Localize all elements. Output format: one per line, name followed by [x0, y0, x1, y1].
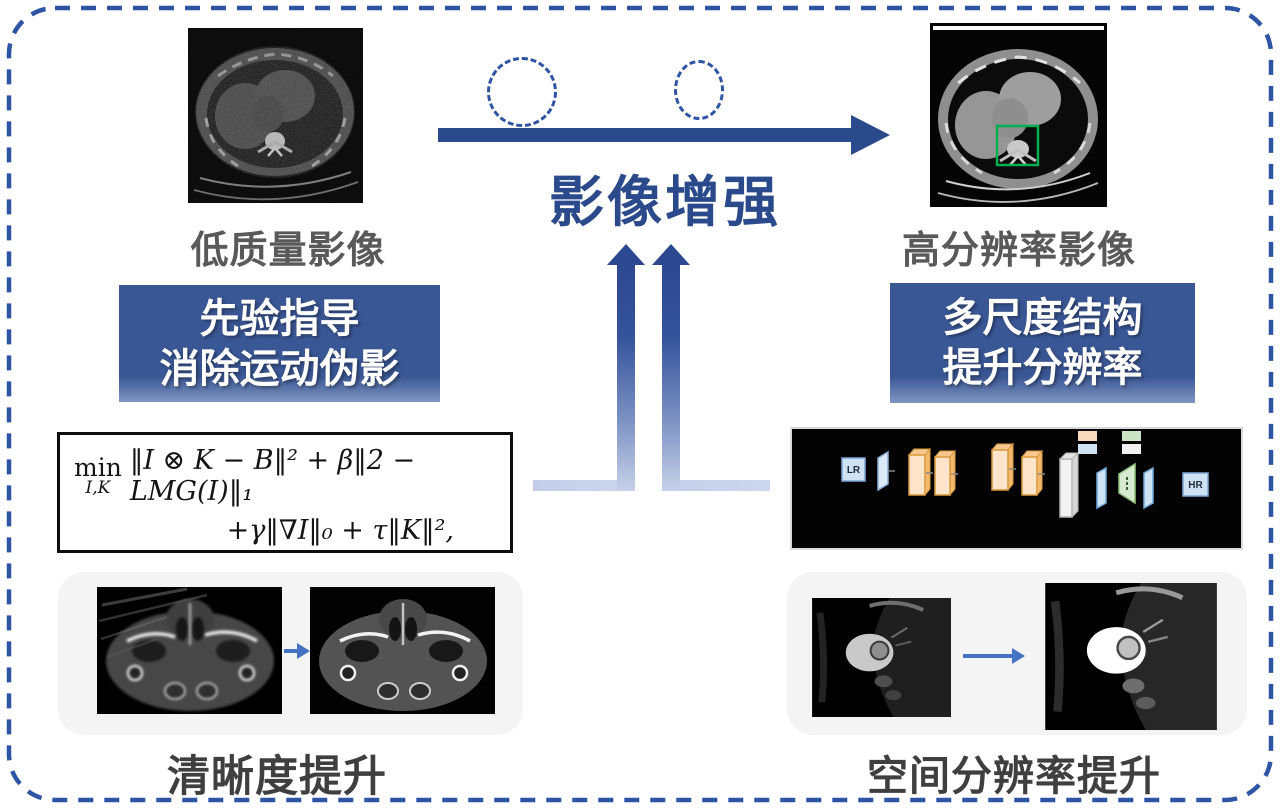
up-arrow-right-shaft — [662, 264, 680, 491]
prior-box-line1: 先验指导 — [199, 296, 360, 341]
motion-artifact-streaks — [98, 587, 208, 658]
enhance-arrow-shaft — [438, 128, 852, 142]
formula-min-operator: min I,K — [74, 453, 122, 498]
network-diagram: LR — [841, 442, 1209, 519]
network-panel: LR — [790, 427, 1243, 550]
ct-high-resolution-image — [930, 23, 1107, 207]
up-arrow-left-head — [607, 244, 645, 265]
low-quality-caption: 低质量影像 — [190, 230, 386, 272]
dashed-circle-2 — [674, 60, 724, 120]
clarity-caption: 清晰度提升 — [167, 753, 387, 801]
upsample-trapezoid — [1118, 462, 1136, 505]
enhance-title: 影像增强 — [548, 171, 781, 233]
enhance-arrow-head — [851, 115, 890, 155]
green-roi-box — [995, 124, 1040, 167]
dashed-circle-1 — [487, 57, 557, 127]
resolution-caption: 空间分辨率提升 — [867, 753, 1161, 799]
formula-line2: +γ‖∇I‖₀ + τ‖K‖², — [226, 515, 454, 546]
concat-plate — [1058, 451, 1080, 519]
hr-block-label: HR — [1188, 480, 1203, 491]
multiscale-box-line2: 提升分辨率 — [942, 346, 1143, 390]
formula-line1: ‖I ⊗ K − B‖² + β‖2 − LMG(I)‖₁ — [129, 445, 416, 507]
legend-swatch-feature — [1078, 444, 1097, 454]
up-arrow-right-head — [652, 244, 690, 265]
skull-after-image — [310, 587, 495, 714]
legend-swatch-upsample — [1122, 431, 1141, 441]
resolution-arrow-shaft — [963, 654, 1013, 658]
legend-swatch-conv — [1078, 431, 1097, 441]
conv-block-pair-1 — [907, 447, 958, 497]
mri-after-image — [1045, 583, 1217, 730]
skull-before-image — [97, 587, 282, 714]
mri-before-image — [812, 598, 951, 717]
ct-low-quality-image — [188, 28, 363, 203]
legend-swatch-concat — [1122, 444, 1141, 454]
prior-box-line2: 消除运动伪影 — [159, 346, 400, 391]
elbow-connector-right — [662, 480, 770, 491]
multiscale-box-line1: 多尺度结构 — [942, 296, 1143, 340]
feature-plate-2 — [1096, 466, 1107, 510]
up-arrow-left-shaft — [617, 264, 635, 491]
conv-block-pair-2 — [990, 442, 1045, 497]
elbow-connector-left — [533, 480, 635, 491]
clarity-arrow-icon — [297, 643, 310, 659]
high-resolution-caption: 高分辨率影像 — [901, 230, 1136, 272]
hr-block — [1182, 472, 1209, 497]
feature-plate-1 — [877, 450, 889, 492]
lr-block — [841, 457, 866, 482]
resolution-arrow-icon — [1012, 648, 1025, 664]
multiscale-box: 多尺度结构 提升分辨率 — [890, 283, 1195, 403]
lr-block-label: LR — [847, 465, 861, 476]
feature-plate-3 — [1143, 466, 1154, 510]
formula-panel: min I,K ‖I ⊗ K − B‖² + β‖2 − LMG(I)‖₁ +γ… — [57, 432, 513, 553]
prior-guidance-box: 先验指导 消除运动伪影 — [119, 285, 440, 402]
clarity-arrow-shaft — [284, 649, 298, 653]
